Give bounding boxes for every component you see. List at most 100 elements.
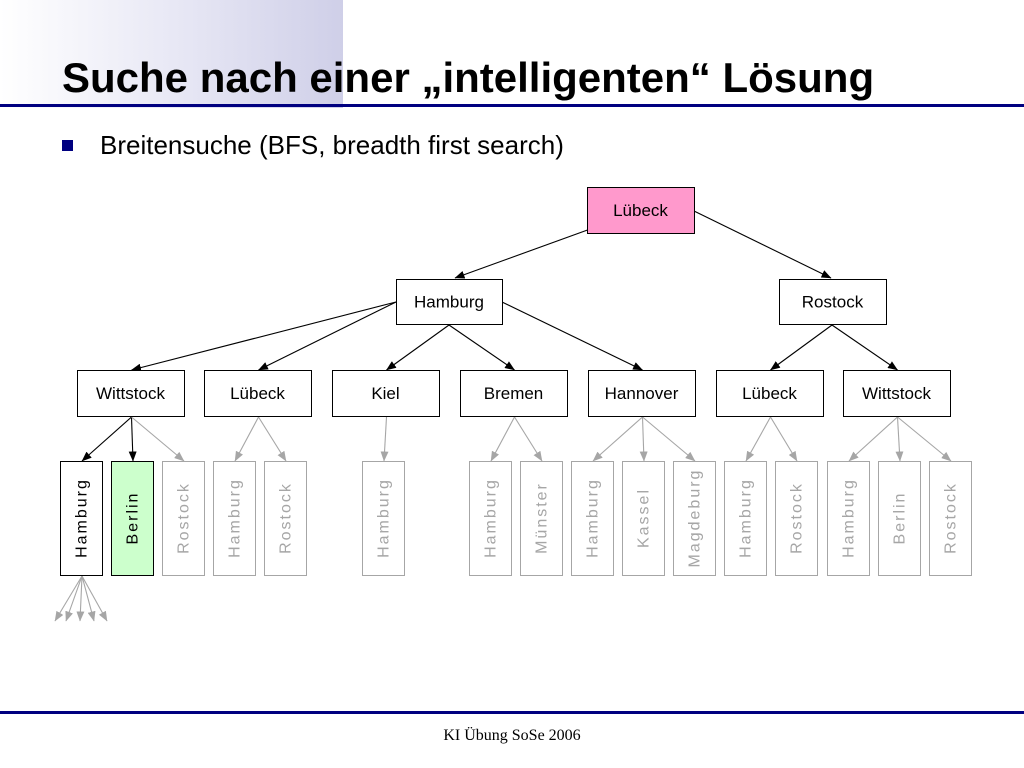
edge-level2-4-to-level3-8 [592, 416, 643, 462]
level3-node-3-box [213, 461, 256, 576]
edge-hamburg-fan-0 [54, 575, 83, 622]
edge-level2-4-to-level3-9 [639, 416, 648, 462]
title-corner-gradient [0, 0, 343, 108]
edge-level2-5-to-level3-11 [745, 416, 771, 462]
level1-node-1-box [779, 279, 887, 325]
edge-hamburg-fan-1 [65, 575, 83, 622]
level3-node-1: Berlin [111, 461, 154, 576]
level2-node-0-label: Wittstock [96, 384, 165, 403]
level3-node-6-label: Hamburg [483, 478, 500, 558]
level3-node-11-box [724, 461, 767, 576]
level3-node-3: Hamburg [213, 461, 256, 576]
level2-node-2: Kiel [332, 370, 440, 417]
footer-rule [0, 711, 1024, 714]
edge-level2-1-to-level3-4 [258, 416, 287, 462]
level3-node-1-box [111, 461, 154, 576]
level3-node-12: Rostock [775, 461, 818, 576]
level3-node-10-box [673, 461, 716, 576]
level3-node-9-label: Kassel [636, 488, 653, 548]
level3-node-4-box [264, 461, 307, 576]
level3-node-10-label: Magdeburg [687, 469, 704, 568]
level3-node-14-label: Berlin [892, 492, 909, 545]
level2-node-3: Bremen [460, 370, 568, 417]
level3-node-5-box [362, 461, 405, 576]
level3-node-7: Münster [520, 461, 563, 576]
edge-hamburg-level2-0 [131, 301, 397, 372]
level2-node-4: Hannover [588, 370, 696, 417]
level1-node-1: Rostock [779, 279, 887, 325]
level2-node-1-box [204, 370, 312, 417]
edge-root-rostock [693, 210, 832, 279]
level3-node-8: Hamburg [571, 461, 614, 576]
edge-level2-6-to-level3-13 [848, 416, 898, 462]
level2-node-3-box [460, 370, 568, 417]
level3-node-8-box [571, 461, 614, 576]
edge-level2-4-to-level3-10 [642, 416, 696, 462]
level2-node-5: Lübeck [716, 370, 824, 417]
level2-node-4-label: Hannover [605, 384, 679, 403]
level3-node-5-label: Hamburg [376, 478, 393, 558]
edge-hamburg-level2-2 [386, 324, 450, 371]
level3-node-4: Rostock [264, 461, 307, 576]
edge-level2-1-to-level3-3 [234, 416, 259, 462]
edge-level2-2-to-level3-5 [380, 416, 389, 462]
edge-level2-6-to-level3-14 [895, 416, 904, 462]
level1-node-0-label: Hamburg [414, 293, 484, 312]
level3-node-0: Hamburg [60, 461, 103, 576]
level3-node-0-box [60, 461, 103, 576]
level3-node-13-label: Hamburg [841, 478, 858, 558]
level3-node-9-box [622, 461, 665, 576]
level3-node-2: Rostock [162, 461, 205, 576]
level3-node-0-label: Hamburg [74, 478, 91, 558]
level2-node-1: Lübeck [204, 370, 312, 417]
level2-node-5-label: Lübeck [742, 384, 797, 403]
edge-level2-0-to-level3-0 [81, 416, 132, 462]
level3-node-12-label: Rostock [789, 482, 806, 554]
level2-node-0: Wittstock [77, 370, 185, 417]
level3-node-6-box [469, 461, 512, 576]
root-node: Lübeck [587, 187, 695, 234]
root-node-box [587, 187, 695, 234]
edge-hamburg-fan-4 [81, 575, 108, 622]
level2-node-2-label: Kiel [371, 384, 399, 403]
level3-node-11: Hamburg [724, 461, 767, 576]
edge-level2-5-to-level3-12 [770, 416, 798, 462]
level3-node-2-box [162, 461, 205, 576]
level1-node-0: Hamburg [396, 279, 503, 325]
level2-node-1-label: Lübeck [230, 384, 285, 403]
bullet-text: Breitensuche (BFS, breadth first search) [100, 130, 564, 160]
level2-node-3-label: Bremen [484, 384, 544, 403]
edge-hamburg-level2-4 [501, 301, 643, 371]
level3-node-15-label: Rostock [943, 482, 960, 554]
level2-node-0-box [77, 370, 185, 417]
level2-node-5-box [716, 370, 824, 417]
level3-node-13-box [827, 461, 870, 576]
edge-hamburg-level2-1 [258, 301, 397, 371]
level3-node-12-box [775, 461, 818, 576]
level3-node-14-box [878, 461, 921, 576]
level3-node-5: Hamburg [362, 461, 405, 576]
level3-node-4-label: Rostock [278, 482, 295, 554]
level3-node-6: Hamburg [469, 461, 512, 576]
edge-level2-0-to-level3-2 [131, 416, 185, 462]
edge-level2-3-to-level3-7 [514, 416, 543, 462]
level3-node-14: Berlin [878, 461, 921, 576]
footer-text: KI Übung SoSe 2006 [443, 727, 581, 744]
level2-node-2-box [332, 370, 440, 417]
bullet-square-icon [62, 140, 73, 151]
edge-hamburg-fan-3 [81, 575, 96, 622]
slide-title: Suche nach einer „intelligenten“ Lösung [62, 54, 875, 101]
level3-node-9: Kassel [622, 461, 665, 576]
level3-node-8-label: Hamburg [585, 478, 602, 558]
level3-node-10: Magdeburg [673, 461, 716, 576]
edge-level2-0-to-level3-1 [128, 416, 137, 462]
level3-node-1-label: Berlin [125, 492, 142, 545]
level3-node-7-label: Münster [534, 482, 551, 554]
level2-node-6: Wittstock [843, 370, 951, 417]
level1-node-1-label: Rostock [802, 293, 864, 312]
level3-node-15: Rostock [929, 461, 972, 576]
level3-node-3-label: Hamburg [227, 478, 244, 558]
edge-level2-6-to-level3-15 [897, 416, 952, 462]
level2-node-6-box [843, 370, 951, 417]
